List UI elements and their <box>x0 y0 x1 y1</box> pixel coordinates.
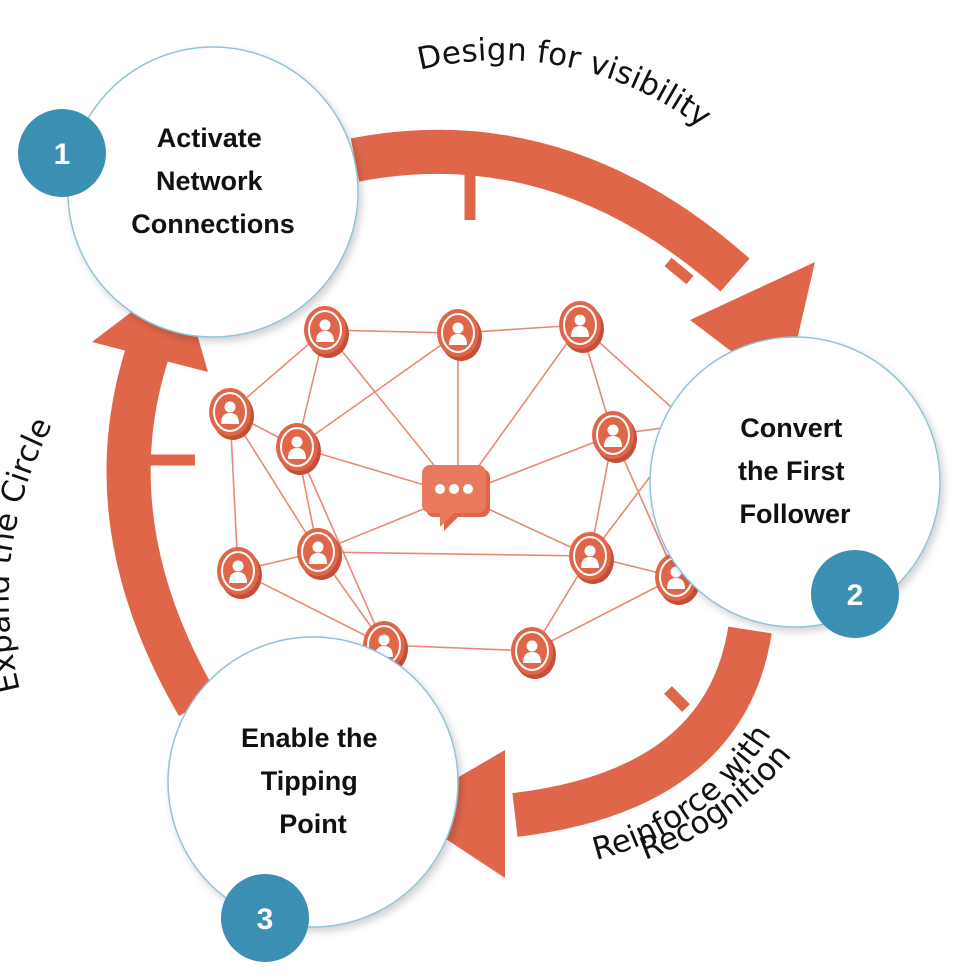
arrow-design-for-visibility <box>350 129 750 292</box>
stage-convert: Convert the First Follower 2 <box>649 336 941 638</box>
stage-activate: Activate Network Connections 1 <box>18 46 359 338</box>
stage-title-line: Activate <box>157 123 262 153</box>
stage-title-line: Tipping <box>261 766 358 796</box>
person-icon <box>297 528 342 580</box>
step-badge-3 <box>221 874 309 962</box>
stage-enable: Enable the Tipping Point 3 <box>167 636 459 962</box>
step-number: 2 <box>847 579 864 612</box>
person-icon <box>437 309 482 361</box>
step-badge-1 <box>18 109 106 197</box>
network-edge <box>317 551 591 557</box>
person-icon <box>569 532 614 584</box>
stage-title-line: the First <box>738 456 845 486</box>
transition-label-design: Design for visibility <box>414 32 718 135</box>
person-icon <box>559 301 604 353</box>
network-edge <box>531 576 677 652</box>
person-icon <box>209 388 254 440</box>
network-edge <box>296 332 459 448</box>
arrow-tick <box>664 686 690 712</box>
svg-text:Activate Network C: Activate Network Connections <box>131 123 295 239</box>
network-edge <box>383 644 533 652</box>
arrow-reinforce-with-recognition <box>512 626 772 837</box>
svg-text:Enable the Tipping: Enable the Tipping Point <box>241 723 385 839</box>
person-icon <box>304 306 349 358</box>
stage-title-line: Connections <box>131 209 295 239</box>
step-number: 1 <box>54 138 71 171</box>
network-edge <box>237 570 385 646</box>
person-icon <box>511 627 556 679</box>
stage-title-line: Enable the <box>241 723 378 753</box>
person-icon <box>217 547 262 599</box>
chat-bubble-icon <box>422 465 490 531</box>
step-number: 3 <box>257 903 274 936</box>
stage-title-line: Point <box>279 809 347 839</box>
person-icon <box>276 423 321 475</box>
stage-title-line: Network <box>156 166 264 196</box>
step-badge-2 <box>811 550 899 638</box>
stage-title-line: Follower <box>739 499 850 529</box>
arrow-tick <box>664 257 694 285</box>
svg-text:Convert the First: Convert the First Follower <box>738 413 852 529</box>
stage-title-line: Convert <box>740 413 842 443</box>
arrow-expand-the-circle <box>106 337 218 717</box>
network-graph <box>209 301 714 679</box>
network-edge <box>296 446 385 646</box>
person-icon <box>592 411 637 463</box>
transition-label-expand: Expand the Circle <box>0 412 60 697</box>
